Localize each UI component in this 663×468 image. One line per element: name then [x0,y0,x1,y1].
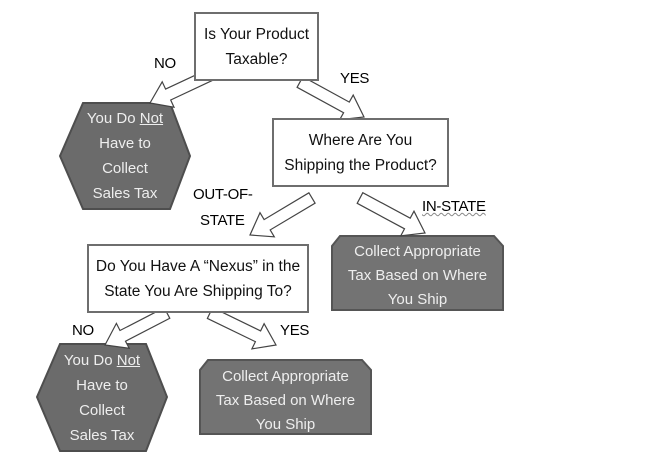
outcome-text: Sales Tax [69,426,135,444]
outcome-text: Collect Appropriate [354,243,481,260]
no-tax-text-2: You Do Not Have to Collect Sales Tax [37,345,167,450]
arrow-yes-2 [206,306,277,350]
question-text: Where Are You [308,131,413,149]
outcome-text: You Do [86,110,140,127]
question-text: Is Your Product [203,25,310,43]
terminal-collect-nexus [199,359,372,435]
outcome-text: Collect [102,160,148,177]
label-no-2: NO [72,322,94,339]
label-out-of-state-2: STATE [200,212,245,229]
outcome-text: You Do [63,351,117,369]
terminal-no-tax-1 [58,102,192,210]
collect-text-instate: Collect Appropriate Tax Based on Where Y… [332,240,503,312]
collect-text-nexus: Collect Appropriate Tax Based on Where Y… [200,365,371,437]
outcome-emphasis: Not [116,351,141,369]
terminal-no-tax-2 [35,343,169,452]
question-text: Do You Have A “Nexus” in the [95,257,301,275]
outcome-text: You Ship [387,291,448,308]
outcome-text: You Ship [255,416,316,433]
outcome-text: Sales Tax [92,185,158,202]
outcome-text: Collect [79,401,125,419]
question-text: Taxable? [225,50,288,68]
outcome-text: Tax Based on Where [347,267,488,284]
arrow-no-2 [104,306,171,350]
label-yes-1: YES [340,70,370,87]
label-in-state: IN-STATE [422,198,486,215]
label-out-of-state-1: OUT-OF- [193,186,253,203]
outcome-text: Have to [99,135,151,152]
outcome-text: Have to [76,376,128,394]
question-text: State You Are Shipping To? [104,282,292,300]
arrow-out-of-state [249,191,316,238]
label-no-1: NO [154,55,176,72]
no-tax-text-1: You Do Not Have to Collect Sales Tax [60,104,190,208]
outcome-text: Tax Based on Where [215,392,356,409]
arrow-in-state [356,191,426,237]
question-text: Shipping the Product? [284,156,437,174]
label-yes-2: YES [280,322,310,339]
outcome-text: Collect Appropriate [222,368,349,385]
outcome-emphasis: Not [139,110,164,127]
terminal-collect-instate [331,235,504,311]
